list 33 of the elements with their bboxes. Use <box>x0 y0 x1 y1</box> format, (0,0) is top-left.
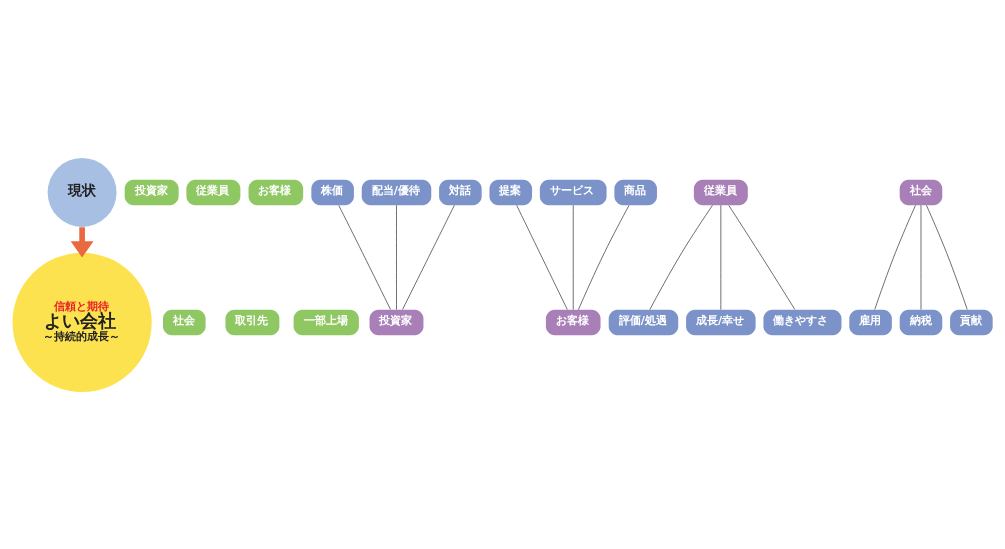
connector <box>728 204 796 310</box>
node-box: 従業員 <box>693 179 748 205</box>
node-box: 提案 <box>489 179 533 205</box>
node-box: 社会 <box>899 179 943 205</box>
node-box: 従業員 <box>186 179 241 205</box>
node-circle: 現状 <box>47 157 117 227</box>
node-box: 雇用 <box>849 309 892 335</box>
node-box: 対話 <box>439 179 482 205</box>
connector <box>338 204 391 310</box>
connector <box>516 204 568 310</box>
node-box: サービス <box>539 179 607 205</box>
node-box: 取引先 <box>225 309 280 335</box>
connector <box>396 204 397 310</box>
connector <box>649 204 713 310</box>
node-box: 働きやすさ <box>763 309 842 335</box>
node-box: 成長/幸せ <box>686 309 756 335</box>
node-box: 株価 <box>311 179 354 205</box>
node-box: お客様 <box>248 179 304 205</box>
node-box: 社会 <box>163 309 206 335</box>
node-circle: 信頼と期待 よい会社 ～持続的成長～ <box>12 252 152 392</box>
connector <box>874 204 916 310</box>
node-box: 評価/処遇 <box>608 309 679 335</box>
node-box: 投資家 <box>369 309 424 335</box>
node-box: 貢献 <box>950 309 993 335</box>
node-box: 一部上場 <box>293 309 359 335</box>
node-box: 商品 <box>614 179 657 205</box>
connector <box>578 204 630 310</box>
connector <box>402 204 455 310</box>
node-box: お客様 <box>545 309 601 335</box>
node-box: 投資家 <box>124 179 179 205</box>
connector <box>926 204 968 310</box>
node-box: 納税 <box>899 309 943 335</box>
node-box: 配当/優待 <box>361 179 432 205</box>
